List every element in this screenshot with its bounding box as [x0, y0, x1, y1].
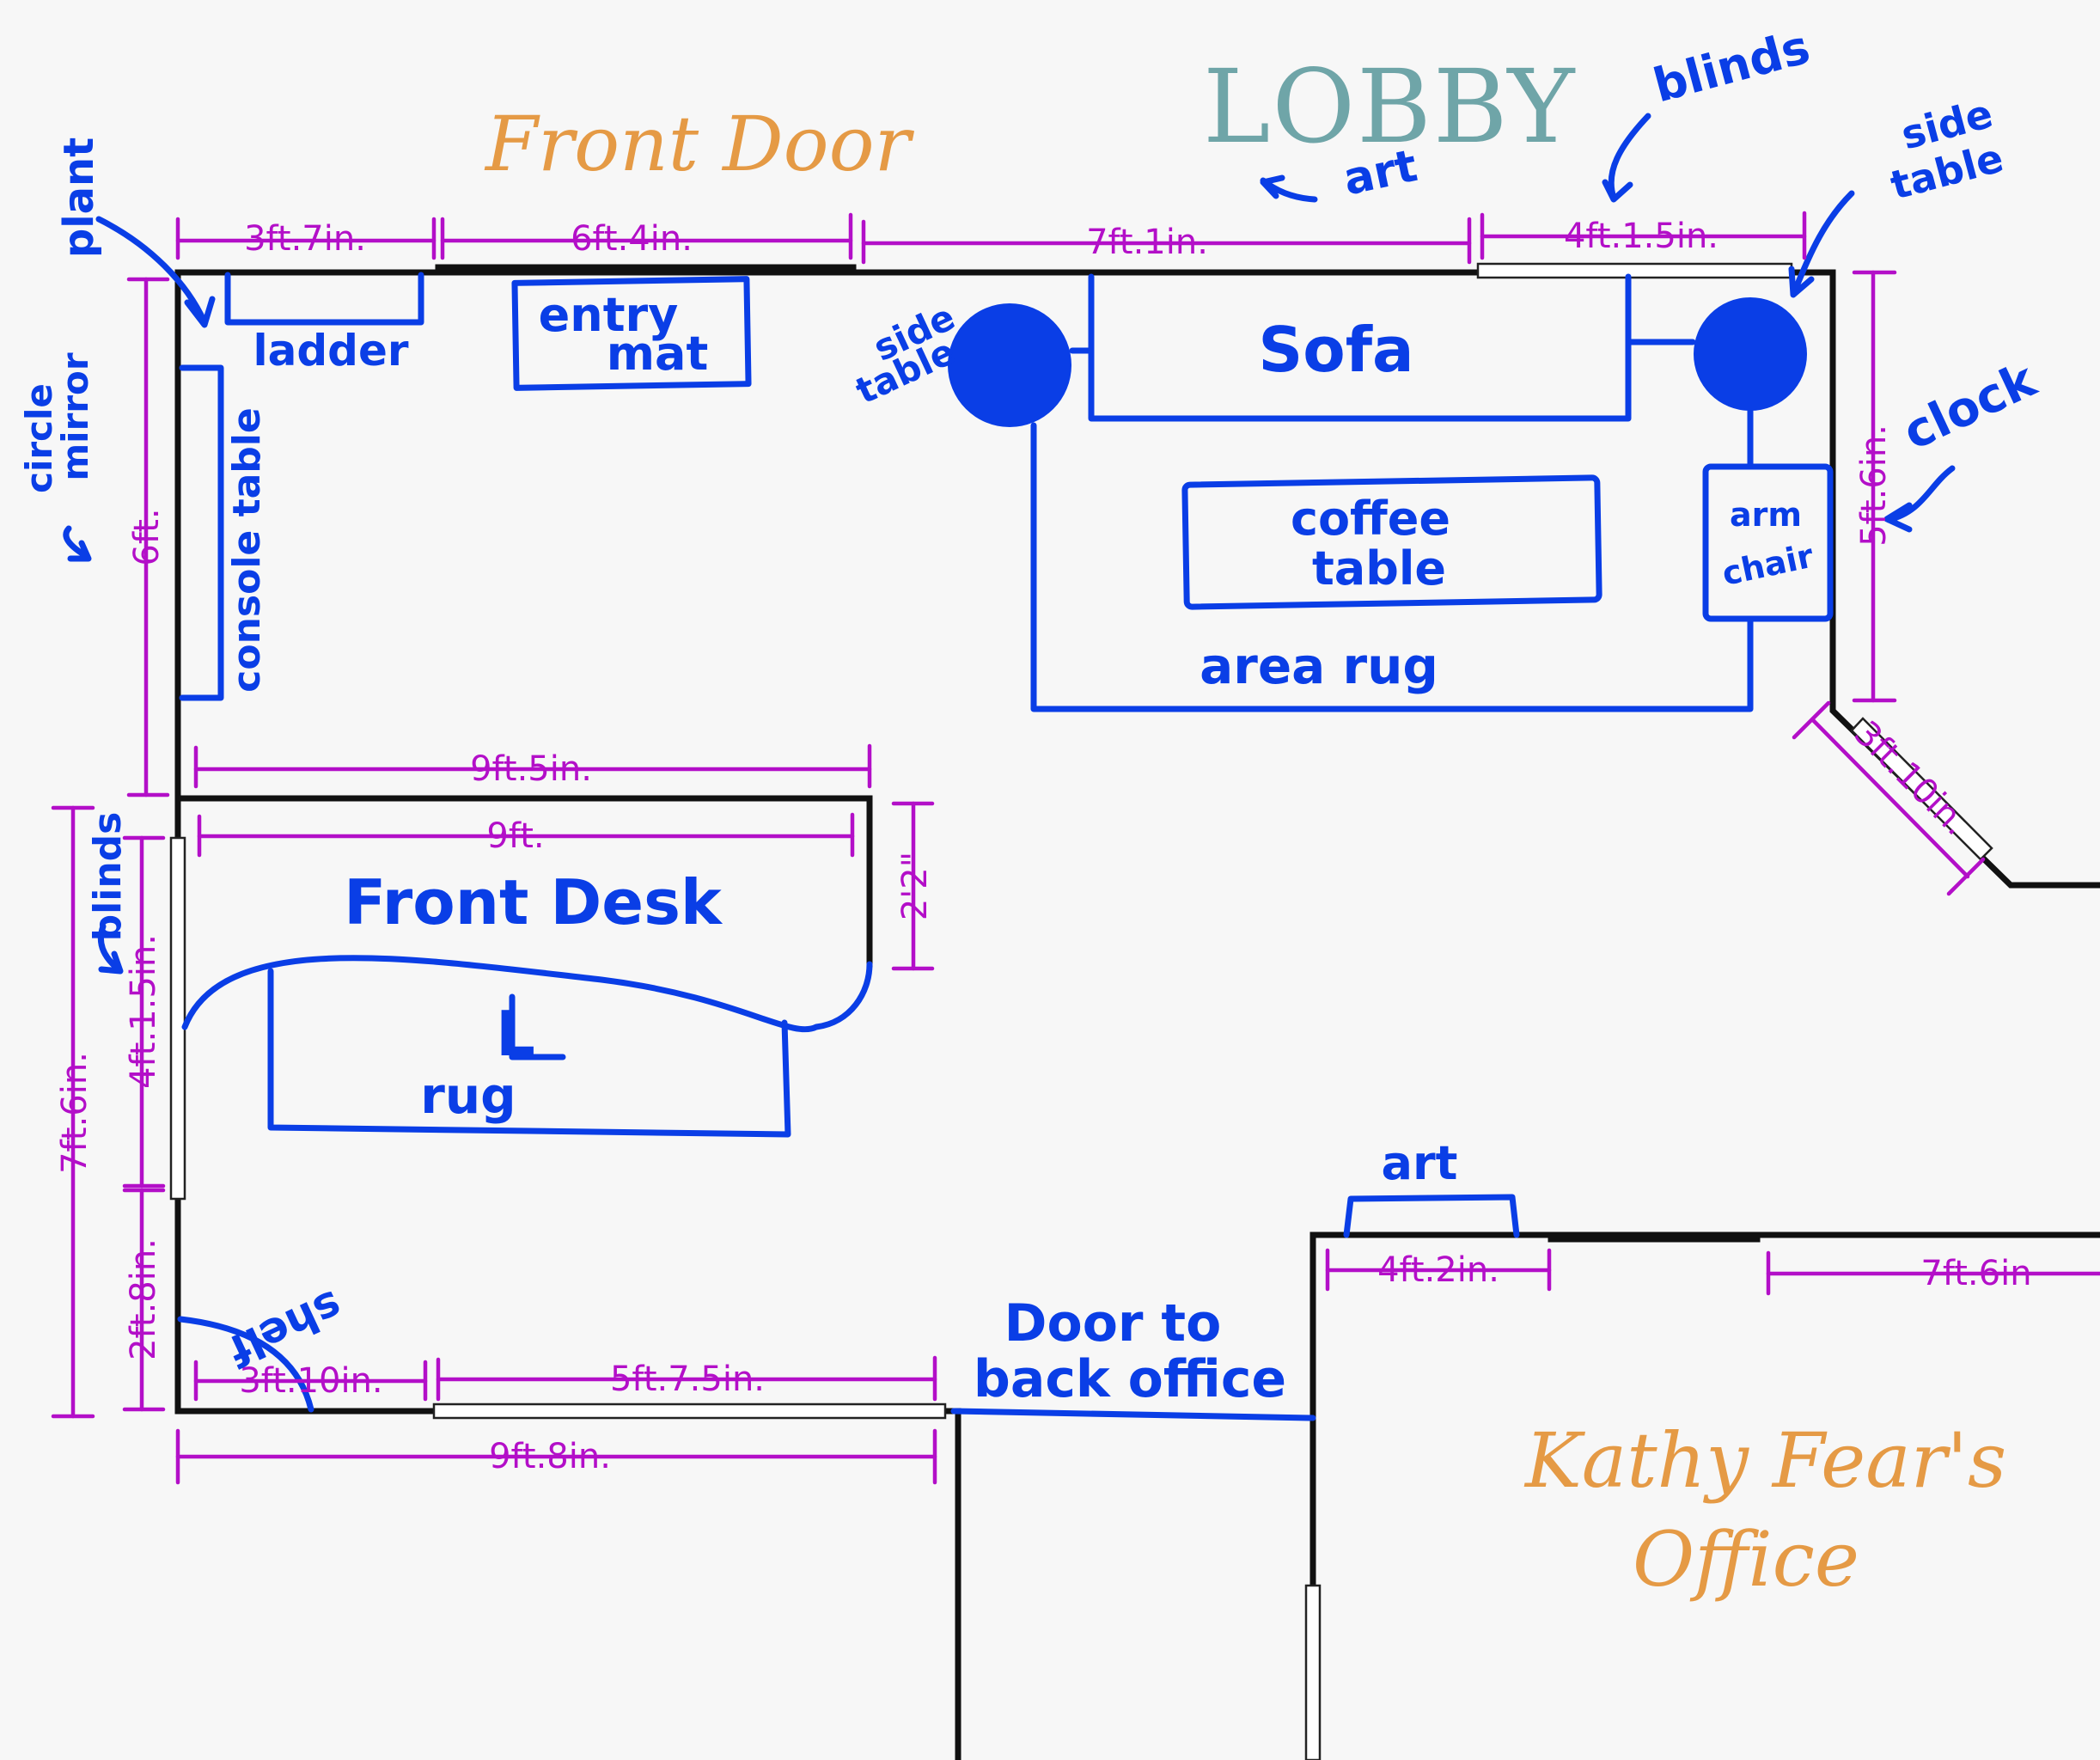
art-bottom-label: art: [1382, 1136, 1458, 1190]
art-bottom: [1343, 1194, 1520, 1238]
front-door-label: Front Door: [484, 100, 915, 188]
dimension-labels: 3ft.7in. 6ft.4in. 7ft.1in. 4ft.1.5in. 6f…: [55, 217, 2032, 1476]
dim-bottom-total: 9ft.8in.: [489, 1437, 611, 1476]
lobby-title: LOBBY: [1203, 47, 1576, 166]
dim-desk-outer: 9ft.5in.: [470, 749, 592, 789]
dim-sofa-wall: 7ft.1in.: [1086, 223, 1208, 262]
ladder-label: ladder: [253, 326, 408, 376]
office-label-line1: Kathy Fear's: [1523, 1416, 2006, 1505]
sofa-label: Sofa: [1258, 314, 1413, 386]
dim-left-bottom: 2ft.8in.: [124, 1238, 163, 1360]
console-table: [179, 364, 224, 701]
dim-front-left: 3ft.7in.: [244, 219, 366, 259]
dim-desk-depth: 2'2": [895, 852, 935, 920]
dimension-lines: [51, 211, 2100, 1485]
entry-mat-label-1: entry: [539, 288, 679, 342]
windows: [169, 262, 1993, 1760]
dim-right-wall: 5ft.6in.: [1854, 425, 1894, 547]
dim-top-blinds: 4ft.1.5in.: [1564, 217, 1718, 256]
dim-office-right: 7ft.6in: [1920, 1254, 2031, 1293]
side-table-left: [948, 303, 1071, 427]
dim-front-door: 6ft.4in.: [571, 219, 693, 259]
arm-chair: [1702, 463, 1834, 622]
dim-bottom-left: 3ft.10in.: [239, 1361, 382, 1401]
coffee-table-label-1: coffee: [1291, 492, 1450, 546]
entry-mat: [511, 276, 752, 391]
side-table-right: [1694, 297, 1807, 411]
desk-l-label: L: [496, 998, 535, 1070]
console-table-label: console table: [225, 407, 269, 692]
desk-chair: [509, 993, 566, 1060]
ladder: [224, 272, 424, 326]
office-label-line2: Office: [1633, 1515, 1859, 1604]
coffee-table-label-2: table: [1312, 541, 1446, 596]
entry-mat-label-2: mat: [607, 327, 709, 381]
dim-office-art: 4ft.2in.: [1377, 1250, 1499, 1290]
dim-bottom-window: 5ft.7.5in.: [610, 1360, 765, 1399]
arm-chair-label-1: arm: [1730, 496, 1802, 534]
desk-curve: [181, 955, 873, 1033]
door-back-label-1: Door to: [1004, 1293, 1222, 1354]
plant-label: plant: [55, 138, 103, 258]
rug-label: rug: [420, 1066, 516, 1125]
coffee-table: [1181, 474, 1602, 610]
blinds-left-label: blinds: [86, 812, 130, 942]
front-desk-label: Front Desk: [344, 866, 723, 938]
annotation-arrows: [63, 113, 1956, 975]
area-rug-label: area rug: [1200, 637, 1438, 695]
door-to-back-office: [950, 1408, 1316, 1421]
circle-mirror-label-1: circle: [18, 383, 60, 493]
circle-mirror-label-2: mirror: [54, 352, 96, 480]
clock-label: clock: [1895, 351, 2045, 461]
dim-desk-inner: 9ft.: [486, 816, 544, 856]
arm-chair-label-2: chair: [1718, 537, 1816, 593]
front-desk-rug: [267, 968, 791, 1138]
blinds-top-label: blinds: [1648, 20, 1816, 113]
door-back-label-2: back office: [974, 1349, 1286, 1409]
dim-angled-window: 3ft.10in.: [1847, 713, 1976, 843]
dim-left-blinds: 4ft.1.5in.: [124, 934, 163, 1089]
door-swing: [177, 1316, 314, 1413]
furniture: [177, 272, 1834, 1421]
dim-left-lower: 7ft.6in.: [55, 1052, 95, 1174]
area-rug: [1030, 422, 1754, 712]
dim-left-upper: 6ft.: [127, 508, 167, 565]
